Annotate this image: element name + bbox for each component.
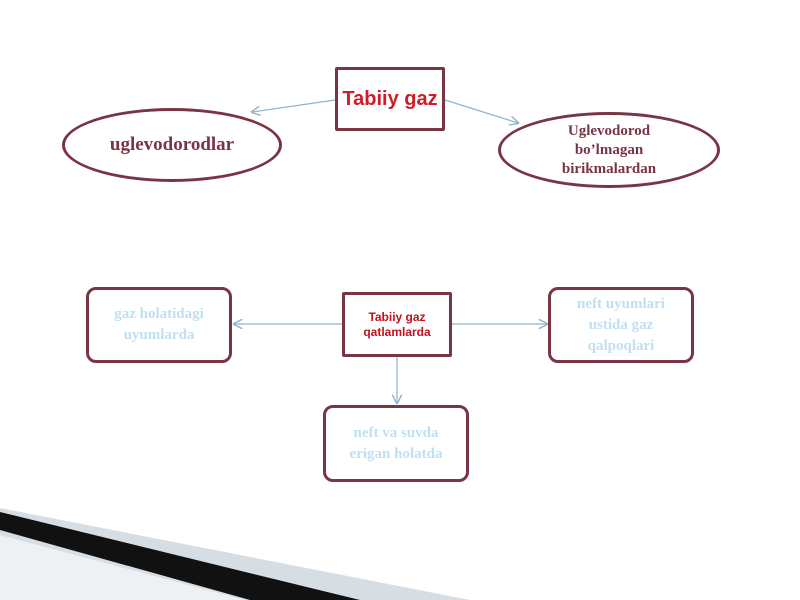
arrow-top-to-right xyxy=(444,99,518,123)
arrow-top-to-left xyxy=(252,99,336,112)
swoosh-gray-band xyxy=(0,535,245,600)
node-uglevodorodlar: uglevodorodlar xyxy=(62,108,282,182)
node-uglevodorod-bolmagan-label: Uglevodorod bo’lmagan birikmalardan xyxy=(561,122,657,177)
node-uglevodorod-bolmagan: Uglevodorod bo’lmagan birikmalardan xyxy=(498,112,720,188)
node-neft-uyumlari-ustida: neft uyumlari ustida gaz qalpoqlari xyxy=(548,287,694,363)
node-neft-uyumlari-ustida-label: neft uyumlari ustida gaz qalpoqlari xyxy=(577,295,665,354)
node-neft-va-suvda: neft va suvda erigan holatda xyxy=(323,405,469,482)
node-uglevodorodlar-label: uglevodorodlar xyxy=(109,134,235,155)
node-tabiiy-gaz-qatlamlarda-label: Tabiiy gaz qatlamlarda xyxy=(363,309,431,339)
swoosh-dark-band xyxy=(0,512,360,600)
node-tabiiy-gaz: Tabiiy gaz xyxy=(335,67,445,131)
node-gaz-holatidagi-label: gaz holatidagi uyumlarda xyxy=(114,306,204,343)
node-neft-va-suvda-label: neft va suvda erigan holatda xyxy=(349,424,443,462)
node-tabiiy-gaz-label: Tabiiy gaz xyxy=(342,88,438,110)
node-gaz-holatidagi: gaz holatidagi uyumlarda xyxy=(86,287,232,363)
node-tabiiy-gaz-qatlamlarda: Tabiiy gaz qatlamlarda xyxy=(342,292,452,357)
